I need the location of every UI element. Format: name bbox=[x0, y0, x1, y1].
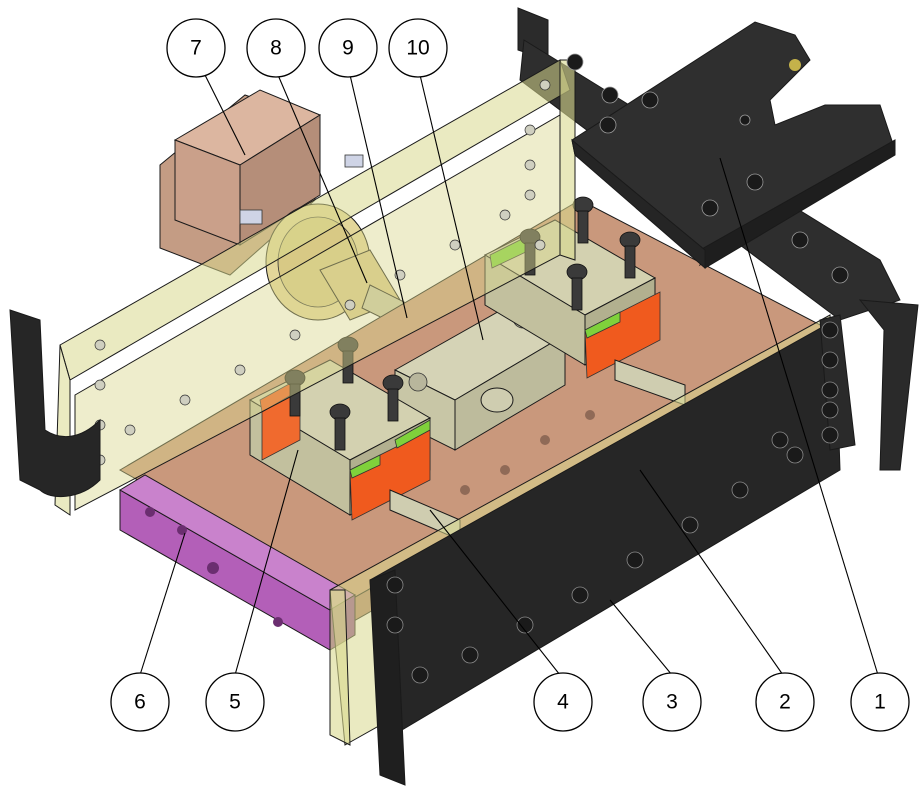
black-left-bracket bbox=[9, 309, 101, 498]
callout-5: 5 bbox=[205, 672, 265, 732]
callout-label-7: 7 bbox=[190, 37, 202, 60]
callout-label-8: 8 bbox=[270, 37, 282, 60]
callout-10: 10 bbox=[388, 18, 448, 78]
callout-4: 4 bbox=[533, 672, 593, 732]
callout-8: 8 bbox=[246, 18, 306, 78]
callout-label-4: 4 bbox=[557, 691, 569, 714]
callout-label-2: 2 bbox=[779, 691, 791, 714]
coupling-and-shaft bbox=[265, 203, 461, 353]
slider-block bbox=[393, 304, 567, 451]
leader-1 bbox=[719, 157, 879, 676]
callout-label-1: 1 bbox=[874, 691, 886, 714]
front-bracket-bolts bbox=[386, 321, 839, 684]
callout-label-3: 3 bbox=[666, 691, 678, 714]
callout-1: 1 bbox=[850, 672, 910, 732]
callout-3: 3 bbox=[642, 672, 702, 732]
callout-label-10: 10 bbox=[406, 37, 429, 60]
leader-4 bbox=[429, 509, 561, 676]
top-mounting-plate bbox=[571, 21, 896, 270]
leader-10 bbox=[419, 74, 484, 341]
leader-2 bbox=[639, 469, 784, 676]
callout-6: 6 bbox=[110, 672, 170, 732]
top-plate-bolts bbox=[566, 53, 849, 284]
leader-3 bbox=[609, 599, 673, 676]
enclosure-bolts-rear bbox=[94, 79, 551, 466]
leader-8 bbox=[277, 74, 368, 284]
leader-5 bbox=[234, 449, 299, 676]
callout-label-9: 9 bbox=[342, 37, 354, 60]
callout-label-5: 5 bbox=[229, 691, 241, 714]
leader-6 bbox=[139, 532, 186, 676]
leader-7 bbox=[204, 74, 246, 156]
callout-label-6: 6 bbox=[134, 691, 146, 714]
callout-7: 7 bbox=[166, 18, 226, 78]
leader-9 bbox=[349, 74, 408, 319]
callout-2: 2 bbox=[755, 672, 815, 732]
leader-lines bbox=[139, 74, 879, 676]
callout-9: 9 bbox=[318, 18, 378, 78]
